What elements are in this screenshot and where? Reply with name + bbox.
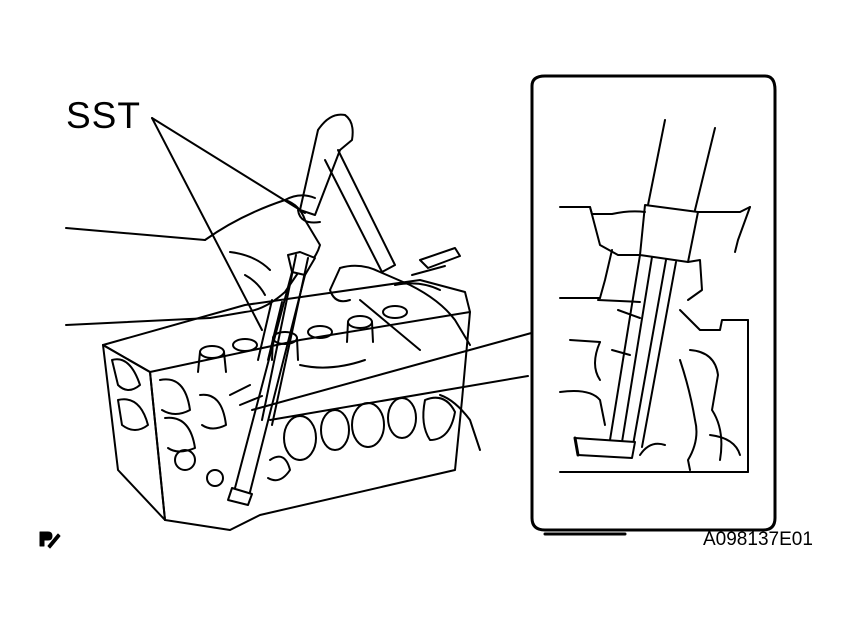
valve-spring-compressor-icon: [228, 115, 395, 505]
figure-code: A098137E01: [703, 529, 813, 550]
pen-icon: [40, 532, 60, 548]
callout-leaders: [152, 118, 305, 330]
magnified-detail-inset: [532, 76, 775, 534]
sst-callout-label: SST: [66, 95, 141, 136]
zoom-lines: [252, 332, 535, 420]
hand-icon: [330, 266, 480, 450]
